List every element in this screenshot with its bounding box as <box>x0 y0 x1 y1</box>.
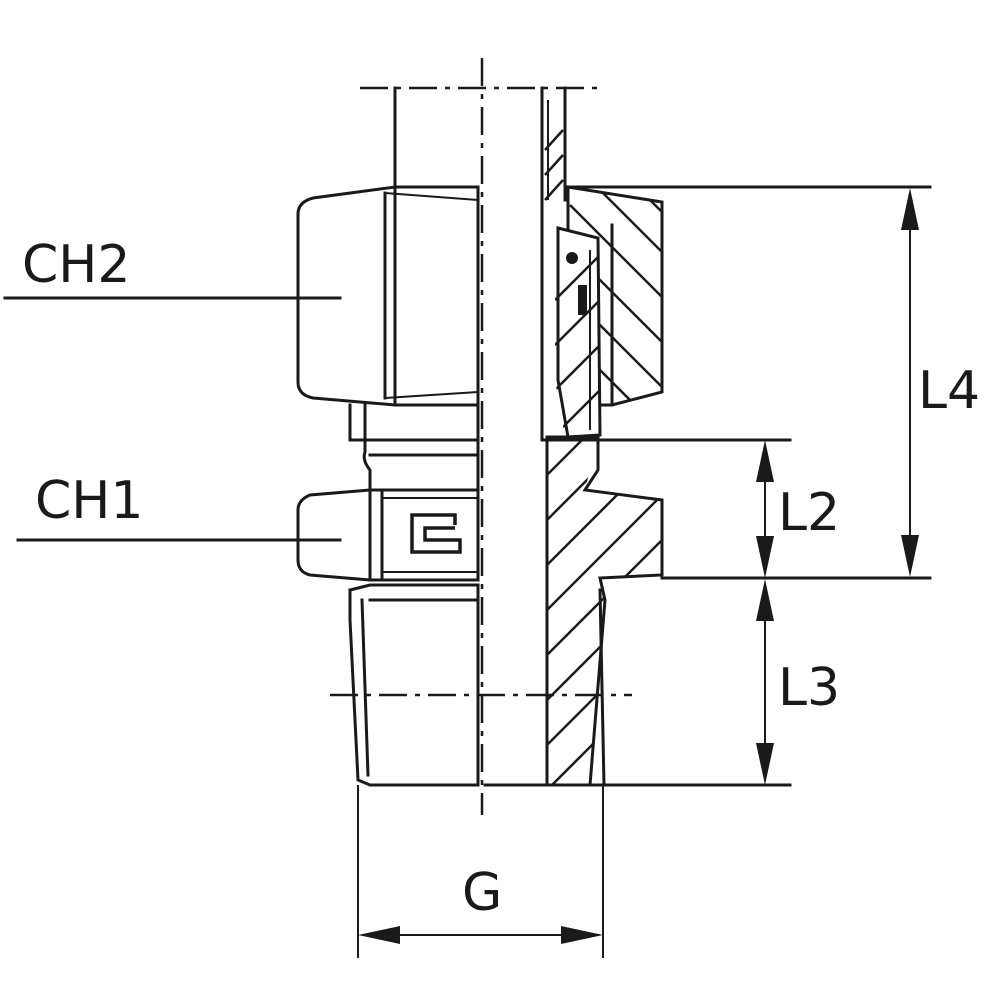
dimension-l3 <box>756 579 774 785</box>
label-l4: L4 <box>918 361 980 421</box>
cutting-ring <box>555 226 602 439</box>
body-hex-exterior <box>296 438 480 582</box>
dimension-l2 <box>756 440 774 578</box>
label-l3: L3 <box>778 658 840 718</box>
tube <box>393 86 567 442</box>
threaded-stud <box>348 583 792 787</box>
leader-lines <box>3 296 342 542</box>
label-ch2: CH2 <box>22 235 131 295</box>
o-ring-dot <box>566 252 578 264</box>
dimension-g <box>357 785 604 958</box>
seal-element <box>578 285 587 315</box>
horizontal-centerlines <box>330 86 632 697</box>
upper-nut-section <box>563 185 932 407</box>
label-g: G <box>462 863 502 923</box>
label-ch1: CH1 <box>35 471 144 531</box>
dimension-l4 <box>901 188 919 577</box>
label-l2: L2 <box>778 483 840 543</box>
manufacturer-logo-icon <box>410 513 462 554</box>
upper-nut-exterior <box>296 185 480 407</box>
